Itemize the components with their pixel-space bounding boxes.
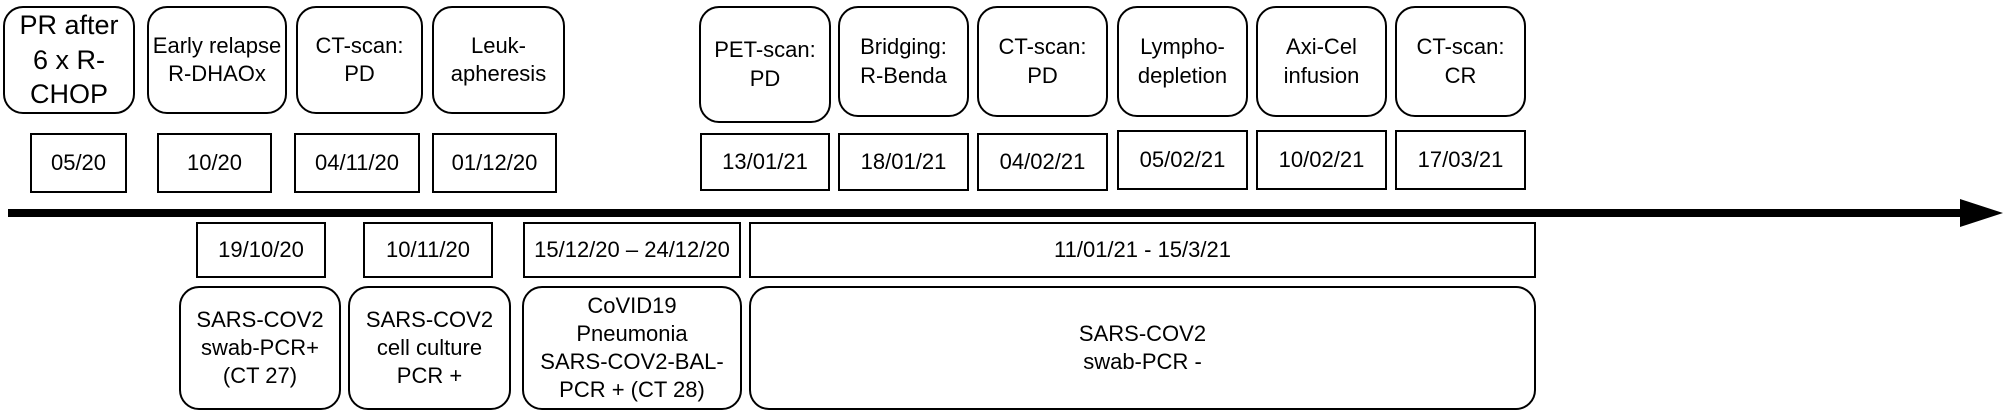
event-box-ct-scan-pd-2: CT-scan: PD bbox=[977, 6, 1108, 117]
event-date-05-20: 05/20 bbox=[30, 133, 127, 193]
event-box-leukapheresis: Leuk- apheresis bbox=[432, 6, 565, 114]
event-box-bridging-r-benda: Bridging: R-Benda bbox=[838, 6, 969, 117]
covid-box-swab-pcr-positive: SARS-COV2 swab-PCR+ (CT 27) bbox=[179, 286, 341, 410]
event-date-10-02-21: 10/02/21 bbox=[1256, 130, 1387, 190]
event-date-01-12-20: 01/12/20 bbox=[432, 133, 557, 193]
event-date-04-02-21: 04/02/21 bbox=[977, 133, 1108, 191]
covid-date-10-11-20: 10/11/20 bbox=[363, 222, 493, 278]
covid-box-swab-pcr-negative: SARS-COV2 swab-PCR - bbox=[749, 286, 1536, 410]
event-box-ct-scan-pd-1: CT-scan: PD bbox=[296, 6, 423, 114]
event-date-17-03-21: 17/03/21 bbox=[1395, 130, 1526, 190]
covid-box-cell-culture-pcr-positive: SARS-COV2 cell culture PCR + bbox=[348, 286, 511, 410]
event-date-05-02-21: 05/02/21 bbox=[1117, 130, 1248, 190]
event-box-ct-scan-cr: CT-scan: CR bbox=[1395, 6, 1526, 117]
event-box-pr-after-r-chop: PR after 6 x R-CHOP bbox=[3, 6, 135, 114]
event-date-10-20: 10/20 bbox=[157, 133, 272, 193]
covid-date-15-12-20-24-12-20: 15/12/20 – 24/12/20 bbox=[523, 222, 741, 278]
event-date-18-01-21: 18/01/21 bbox=[838, 133, 969, 191]
event-date-04-11-20: 04/11/20 bbox=[294, 133, 420, 193]
event-box-lymphodepletion: Lympho- depletion bbox=[1117, 6, 1248, 117]
event-box-pet-scan-pd: PET-scan: PD bbox=[699, 6, 831, 123]
event-box-axi-cel-infusion: Axi-Cel infusion bbox=[1256, 6, 1387, 117]
covid-date-19-10-20: 19/10/20 bbox=[196, 222, 326, 278]
covid-box-pneumonia-bal-pcr-positive: CoVID19 Pneumonia SARS-COV2-BAL- PCR + (… bbox=[522, 286, 742, 410]
covid-date-11-01-21-15-3-21: 11/01/21 - 15/3/21 bbox=[749, 222, 1536, 278]
event-box-early-relapse: Early relapse R-DHAOx bbox=[147, 6, 287, 114]
event-date-13-01-21: 13/01/21 bbox=[700, 133, 830, 191]
timeline-arrow bbox=[8, 199, 2003, 227]
